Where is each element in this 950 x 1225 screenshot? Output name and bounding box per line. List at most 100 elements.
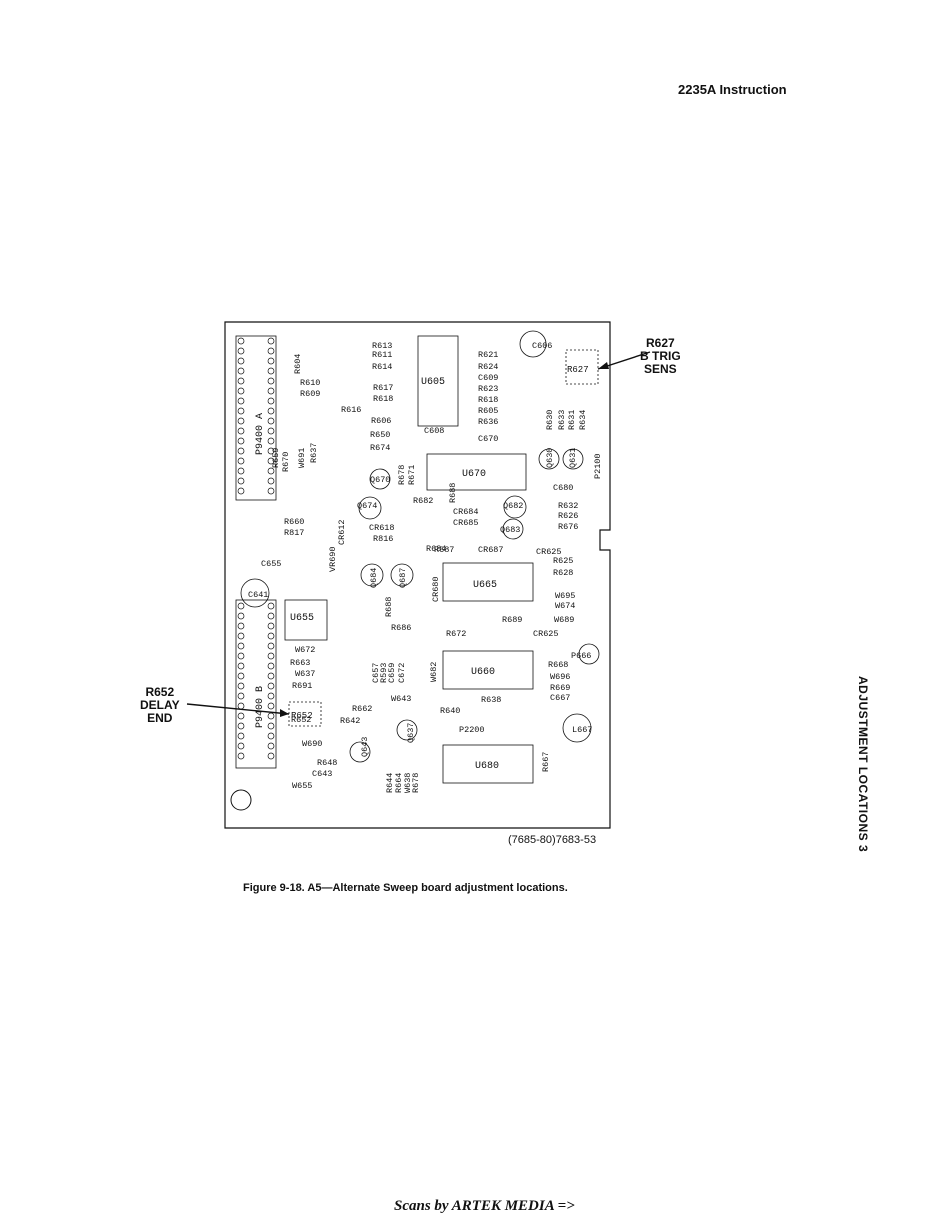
component-label: R617 — [373, 383, 393, 393]
connector-pin — [237, 477, 245, 485]
connector-pin — [267, 467, 275, 475]
component-label: R624 — [478, 362, 498, 372]
component-label: R614 — [372, 362, 392, 372]
component-label: R684 — [426, 544, 446, 554]
scan-credit: Scans by ARTEK MEDIA => — [394, 1198, 575, 1214]
ic-u605-label: U605 — [421, 377, 445, 388]
q682-part — [503, 495, 527, 519]
callout-r652: R652 DELAY END — [140, 686, 180, 725]
q630-part — [538, 448, 560, 470]
connector-p9400a — [235, 335, 277, 501]
connector-pin — [267, 742, 275, 750]
mounting-hole — [230, 789, 252, 811]
q687-part — [390, 563, 414, 587]
connector-pin — [237, 702, 245, 710]
connector-pin — [267, 427, 275, 435]
ic-u665-label: U665 — [473, 580, 497, 591]
component-label: R682 — [413, 496, 433, 506]
connector-pin — [237, 662, 245, 670]
component-label: W643 — [391, 694, 411, 704]
ic-u655-label: U655 — [290, 613, 314, 624]
r652-arrowhead — [280, 709, 289, 717]
component-label: CR612 — [337, 519, 347, 545]
connector-pin — [267, 407, 275, 415]
r652-leader — [186, 703, 290, 715]
connector-pin — [237, 672, 245, 680]
component-label: R637 — [309, 443, 319, 463]
connector-pin — [267, 447, 275, 455]
component-label: W695 — [555, 591, 575, 601]
ic-u680-label: U680 — [475, 761, 499, 772]
q674-part — [358, 496, 382, 520]
connector-pin — [267, 487, 275, 495]
component-label: R816 — [373, 534, 393, 544]
component-label: Q670 — [370, 475, 390, 485]
ic-u655 — [284, 599, 328, 641]
component-label: R606 — [371, 416, 391, 426]
component-label: R613 — [372, 341, 392, 351]
component-label: W674 — [555, 601, 575, 611]
component-label: W637 — [295, 669, 315, 679]
component-label: Q630 — [545, 448, 555, 468]
component-label: Q683 — [500, 525, 520, 535]
component-label: R626 — [558, 511, 578, 521]
component-label: R678 — [411, 773, 421, 793]
component-label: C657 — [371, 663, 381, 683]
component-label: R688 — [448, 483, 458, 503]
q683-part — [502, 518, 524, 540]
component-label: R817 — [284, 528, 304, 538]
component-label: Q674 — [357, 501, 377, 511]
component-label: R609 — [300, 389, 320, 399]
component-label: C608 — [424, 426, 444, 436]
connector-pin — [267, 397, 275, 405]
component-label: R628 — [553, 568, 573, 578]
connector-pin — [267, 642, 275, 650]
callout-r652-line2: DELAY — [140, 698, 180, 712]
component-label: R616 — [341, 405, 361, 415]
component-label: R640 — [440, 706, 460, 716]
component-label: R686 — [391, 623, 411, 633]
component-label: R625 — [553, 556, 573, 566]
ic-u660-label: U660 — [471, 667, 495, 678]
connector-pin — [267, 367, 275, 375]
connector-pin — [267, 477, 275, 485]
component-label: R672 — [446, 629, 466, 639]
component-label: W682 — [429, 662, 439, 682]
component-label: W638 — [403, 773, 413, 793]
q643-part — [349, 741, 371, 763]
component-label: R676 — [558, 522, 578, 532]
connector-pin — [237, 367, 245, 375]
component-label: C667 — [550, 693, 570, 703]
connector-pin — [267, 357, 275, 365]
connector-pin — [267, 347, 275, 355]
ic-u670-label: U670 — [462, 469, 486, 480]
connector-pin — [267, 752, 275, 760]
component-label: R667 — [541, 752, 551, 772]
connector-pin — [237, 692, 245, 700]
ic-u665 — [442, 562, 534, 602]
component-label: CR684 — [453, 507, 479, 517]
component-label: C680 — [553, 483, 573, 493]
component-label: C606 — [532, 341, 552, 351]
connector-pin — [267, 712, 275, 720]
callout-r652-line3: END — [147, 711, 173, 725]
connector-pin — [237, 682, 245, 690]
component-label: CR680 — [431, 576, 441, 602]
callout-r627: R627 B TRIG SENS — [640, 337, 681, 376]
component-label: R618 — [373, 394, 393, 404]
callout-r627-line1: R627 — [645, 336, 675, 350]
connector-pin — [237, 337, 245, 345]
connector-pin — [237, 732, 245, 740]
connector-pin — [237, 487, 245, 495]
connector-pin — [237, 397, 245, 405]
connector-pin — [237, 612, 245, 620]
component-label: W655 — [292, 781, 312, 791]
c606-part — [519, 330, 547, 358]
component-label: R691 — [292, 681, 312, 691]
connector-pin — [237, 742, 245, 750]
connector-pin — [237, 752, 245, 760]
component-label: C643 — [312, 769, 332, 779]
component-label: Q682 — [503, 501, 523, 511]
component-label: R636 — [478, 417, 498, 427]
q631-part — [562, 448, 584, 470]
